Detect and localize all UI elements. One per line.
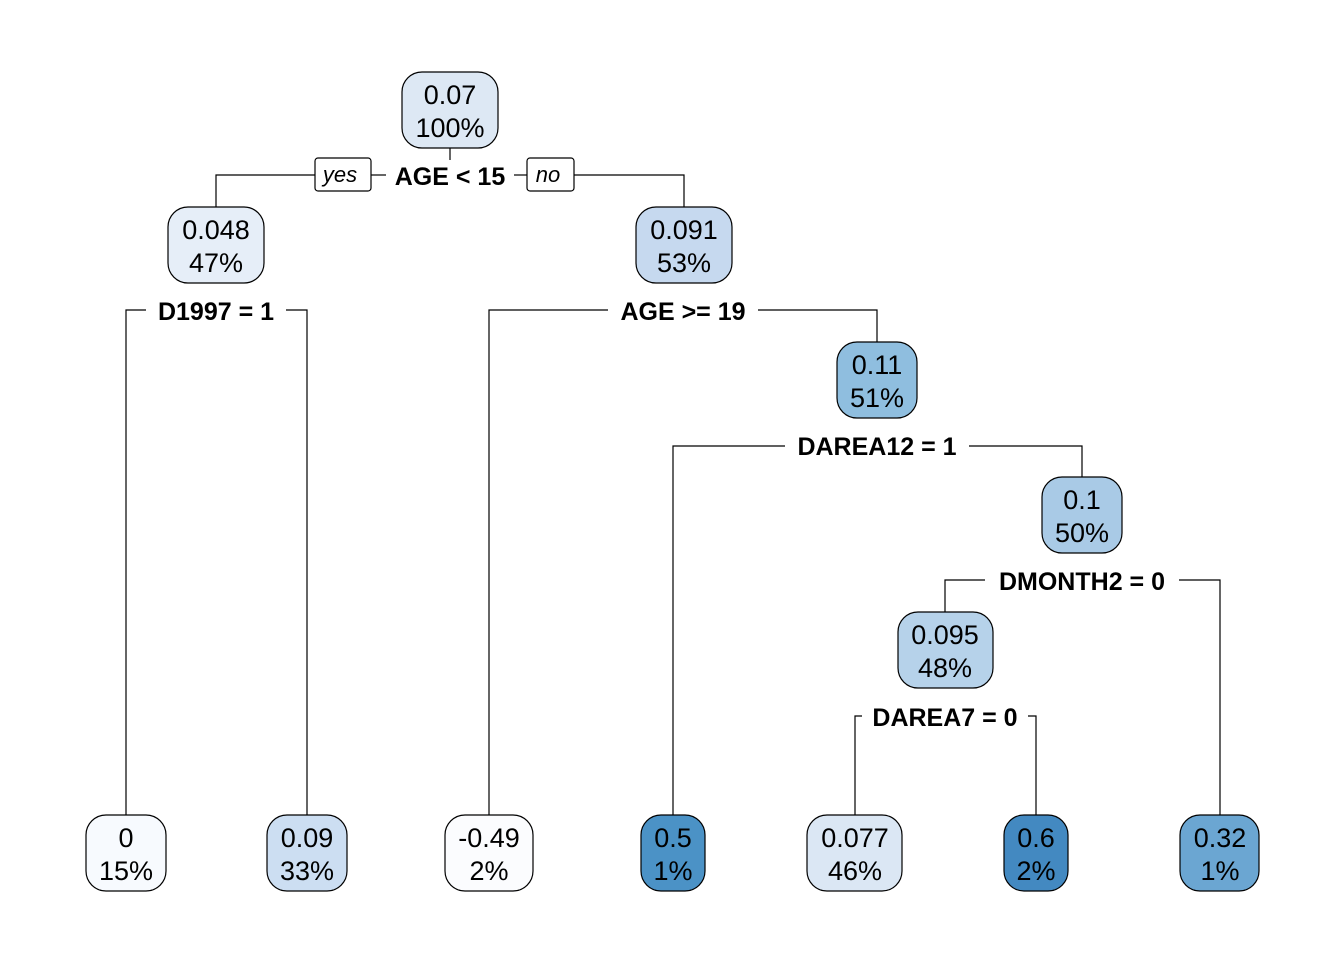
- node-percent: 33%: [280, 856, 334, 886]
- split-label-age-ge-19: AGE >= 19: [620, 298, 745, 326]
- split-label-darea12: DAREA12 = 1: [797, 433, 956, 461]
- tree-node-root: 0.07 100%: [401, 71, 499, 149]
- tree-leaf-3: -0.49 2%: [444, 814, 534, 892]
- node-value: 0.07: [424, 80, 477, 110]
- tree-node-age-lt-19: 0.11 51%: [836, 341, 918, 419]
- svg-text:no: no: [536, 162, 560, 187]
- edge-s1-right: [574, 174, 685, 210]
- node-value: 0.077: [821, 823, 889, 853]
- node-percent: 46%: [828, 856, 882, 886]
- edge-s2-right: [286, 309, 308, 815]
- node-value: 0.11: [852, 350, 903, 380]
- node-percent: 53%: [657, 248, 711, 278]
- tree-node-age-lt-15-yes: 0.048 47%: [167, 206, 265, 284]
- node-percent: 50%: [1055, 518, 1109, 548]
- node-box: [401, 71, 499, 149]
- node-percent: 1%: [1200, 856, 1239, 886]
- node-value: 0.1: [1063, 485, 1101, 515]
- node-value: 0.6: [1017, 823, 1055, 853]
- tree-leaf-2: 0.09 33%: [266, 814, 348, 892]
- split-label-age-lt-15: AGE < 15: [395, 163, 506, 191]
- tree-leaf-5: 0.077 46%: [806, 814, 903, 892]
- edge-s5-left: [944, 579, 985, 614]
- node-percent: 100%: [415, 113, 484, 143]
- edge-s4-right: [969, 445, 1083, 480]
- split-label-dmonth2: DMONTH2 = 0: [999, 568, 1165, 596]
- svg-text:yes: yes: [321, 162, 357, 187]
- node-value: 0: [118, 823, 133, 853]
- node-percent: 2%: [469, 856, 508, 886]
- node-value: 0.091: [650, 215, 718, 245]
- node-percent: 2%: [1016, 856, 1055, 886]
- node-value: 0.32: [1194, 823, 1247, 853]
- node-value: 0.09: [281, 823, 334, 853]
- node-percent: 48%: [918, 653, 972, 683]
- tree-leaf-4: 0.5 1%: [640, 814, 706, 892]
- edge-s3-right: [758, 309, 878, 345]
- tree-leaf-1: 0 15%: [85, 814, 167, 892]
- node-percent: 15%: [99, 856, 153, 886]
- split-label-darea7: DAREA7 = 0: [872, 704, 1017, 732]
- edge-s6-right: [1028, 715, 1037, 815]
- edge-s4-left: [672, 445, 785, 815]
- edge-s1-left: [215, 174, 315, 210]
- node-percent: 47%: [189, 248, 243, 278]
- edge-s2-left: [125, 309, 146, 815]
- tree-leaf-7: 0.32 1%: [1179, 814, 1260, 892]
- node-value: 0.095: [911, 620, 979, 650]
- node-percent: 51%: [850, 383, 904, 413]
- tree-node-darea12-no: 0.1 50%: [1041, 476, 1123, 554]
- edge-s3-left: [488, 309, 608, 815]
- branch-no-label: no: [526, 157, 575, 192]
- edge-s5-right: [1179, 579, 1221, 815]
- split-label-d1997: D1997 = 1: [158, 298, 274, 326]
- node-value: -0.49: [458, 823, 520, 853]
- node-value: 0.048: [182, 215, 250, 245]
- tree-node-age-lt-15-no: 0.091 53%: [635, 206, 733, 284]
- edge-s6-left: [854, 715, 862, 815]
- branch-yes-label: yes: [314, 157, 372, 192]
- tree-node-dmonth2-yes: 0.095 48%: [897, 611, 994, 689]
- node-percent: 1%: [653, 856, 692, 886]
- node-value: 0.5: [654, 823, 692, 853]
- tree-leaf-6: 0.6 2%: [1003, 814, 1069, 892]
- tree-edges: [125, 148, 1221, 815]
